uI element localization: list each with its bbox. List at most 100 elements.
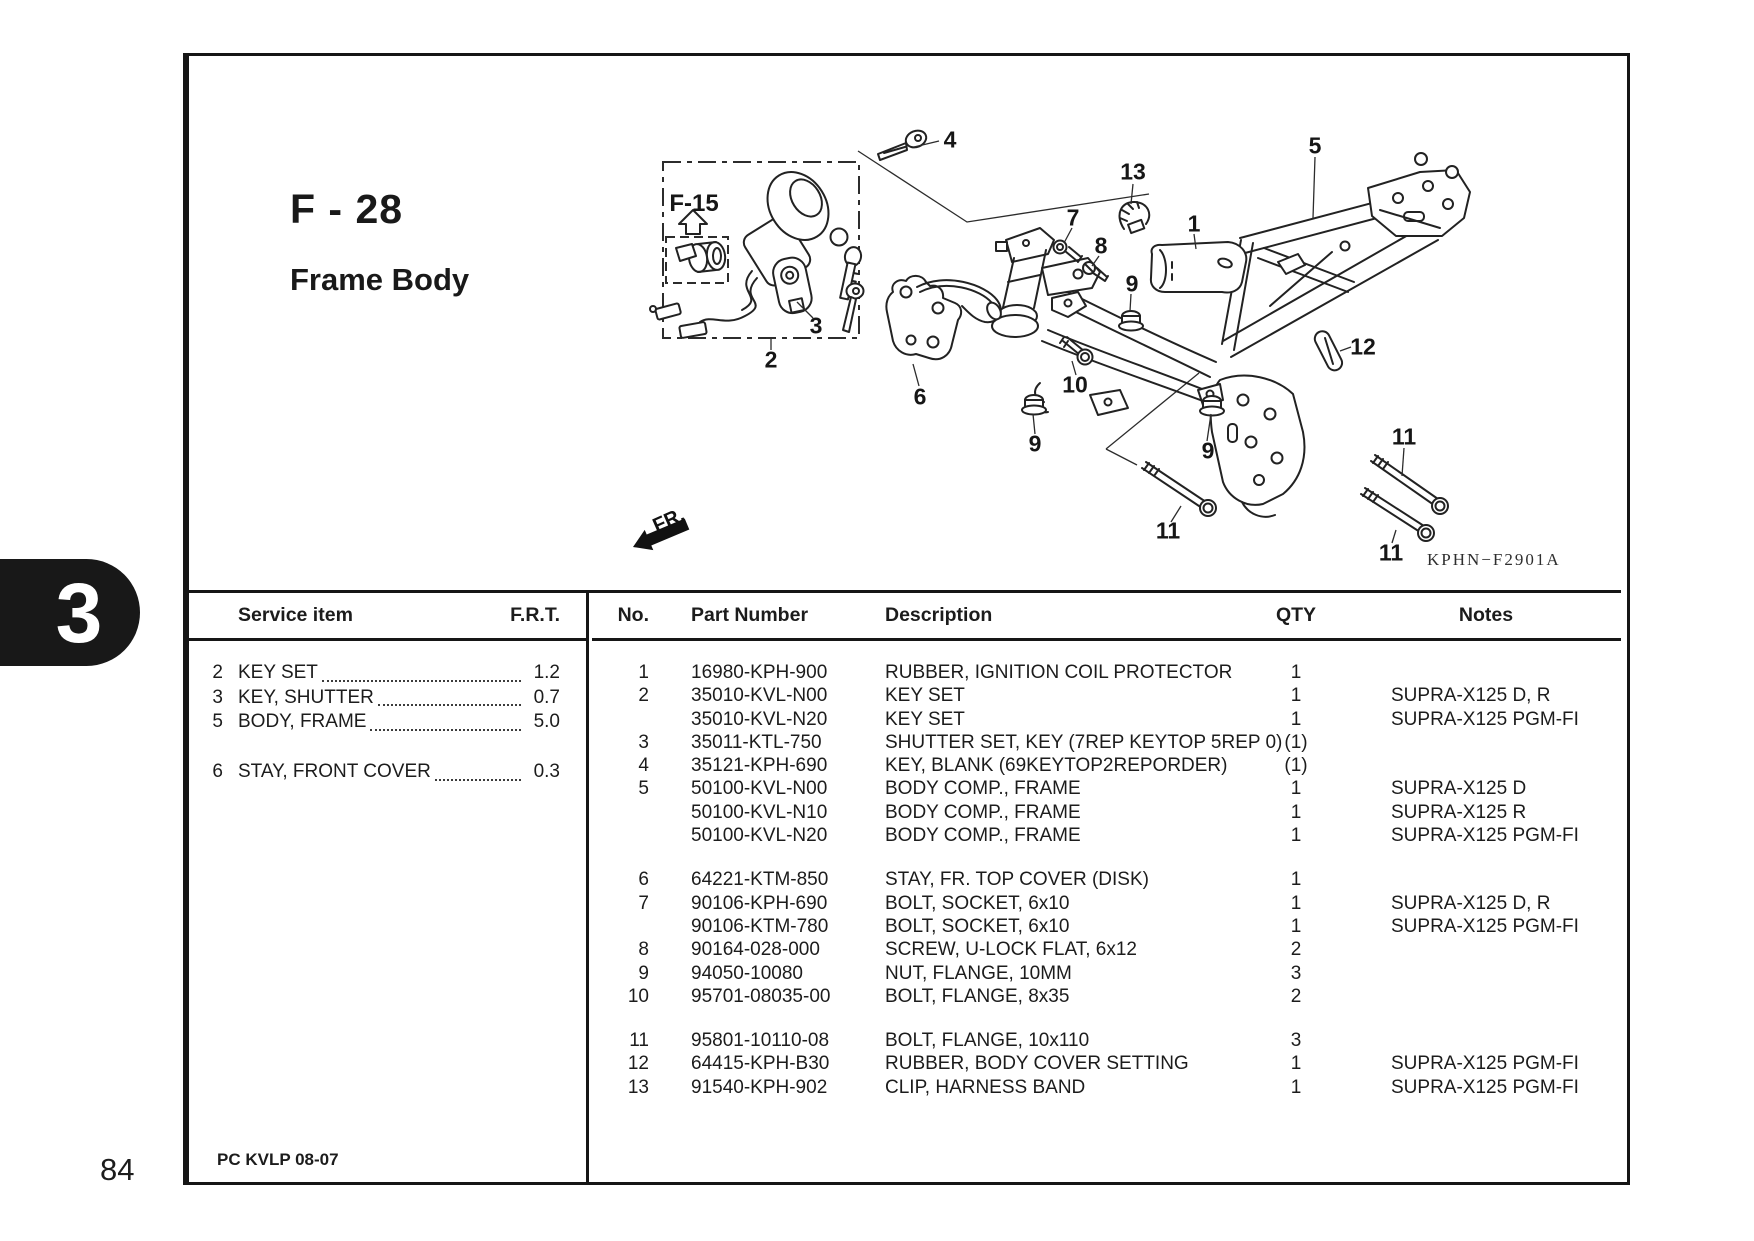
parts-row-notes [1391,962,1621,985]
parts-row-part-number: 90106-KPH-690 [691,892,828,914]
parts-row-qty: (1) [1284,731,1308,753]
description-header: Description [885,604,993,626]
page-title: Frame Body [290,262,470,297]
callout-11: 11 [1155,517,1181,544]
parts-row-notes [1391,938,1621,961]
parts-row-no [592,708,649,731]
service-item-header: Service item [238,604,353,626]
parts-row-no [592,824,649,847]
page-number: 84 [100,1152,135,1187]
parts-row-notes: SUPRA-X125 PGM-FI [1391,915,1579,937]
callout-9: 9 [1028,430,1042,457]
parts-row-notes: SUPRA-X125 D, R [1391,892,1551,914]
parts-row-description: KEY, BLANK (69KEYTOP2REPORDER) [885,755,1228,777]
service-row-no: 2 [212,662,223,683]
parts-row-qty: 1 [1290,869,1302,891]
service-row-name: KEY, SHUTTER [238,686,374,708]
parts-row-qty: 1 [1290,708,1302,730]
service-row-no: 5 [212,711,223,733]
parts-row-notes: SUPRA-X125 PGM-FI [1391,708,1579,730]
parts-row-qty: 1 [1290,1053,1302,1075]
parts-row-qty: 3 [1290,1030,1302,1052]
parts-row-description: NUT, FLANGE, 10MM [885,962,1072,984]
parts-row-part-number: 50100-KVL-N00 [691,778,828,800]
parts-row-notes: SUPRA-X125 PGM-FI [1391,825,1579,847]
leader-dots [377,703,521,707]
parts-row-notes [1391,661,1621,684]
parts-row-no: 4 [638,755,649,777]
parts-row-description: BODY COMP., FRAME [885,825,1081,847]
parts-row-no: 1 [638,662,649,683]
callout-8: 8 [1094,232,1108,259]
parts-row-qty: 2 [1290,939,1302,961]
parts-row-part-number: 16980-KPH-900 [691,662,828,683]
parts-row-part-number: 35121-KPH-690 [691,755,828,777]
callout-10: 10 [1062,371,1088,398]
parts-row-no: 11 [629,1030,649,1052]
qty-header: QTY [1275,604,1317,626]
callout-5: 5 [1308,132,1322,159]
parts-row-part-number: 64415-KPH-B30 [691,1053,830,1075]
parts-row-no: 12 [627,1053,649,1075]
parts-row-qty: (1) [1284,755,1308,777]
service-table-header: Service item F.R.T. [189,593,586,641]
service-row-name: STAY, FRONT COVER [238,761,431,783]
drawing-code: KPHN−F2901A [1427,550,1561,569]
callout-12: 12 [1350,333,1376,360]
parts-row-description: SCREW, U-LOCK FLAT, 6x12 [885,939,1137,961]
parts-row-notes [1391,1029,1621,1052]
parts-row-qty: 1 [1290,662,1302,683]
parts-row-description: BODY COMP., FRAME [885,778,1081,800]
parts-row-notes [1391,754,1621,777]
service-row-no: 3 [212,686,223,708]
service-row-frt: 5.0 [533,711,560,733]
callout-11: 11 [1378,539,1404,566]
footer-code: PC KVLP 08-07 [217,1150,339,1169]
parts-row-description: SHUTTER SET, KEY (7REP KEYTOP 5REP 0) [885,731,1283,753]
parts-row-notes: SUPRA-X125 PGM-FI [1391,1053,1579,1075]
parts-row-qty: 1 [1290,892,1302,914]
no-header: No. [617,604,649,626]
parts-row-no: 13 [627,1076,649,1098]
parts-row-description: STAY, FR. TOP COVER (DISK) [885,869,1149,891]
callout-9: 9 [1125,270,1139,297]
parts-row-description: RUBBER, BODY COVER SETTING [885,1053,1189,1075]
parts-row-no: 8 [638,939,649,961]
parts-row-qty: 3 [1290,962,1302,984]
parts-row-qty: 1 [1290,685,1302,707]
callout-1: 1 [1187,210,1201,237]
leader-dots [434,778,521,781]
parts-row-part-number: 95701-08035-00 [691,985,831,1007]
part-number-header: Part Number [691,604,809,626]
parts-row-part-number: 94050-10080 [691,962,803,984]
service-row: 3 KEY, SHUTTER 0.7 [189,686,560,711]
service-row-frt: 0.7 [533,686,560,708]
parts-row-notes: SUPRA-X125 PGM-FI [1391,1076,1579,1098]
parts-row-no: 10 [627,985,649,1007]
callout-6: 6 [913,383,927,410]
parts-row-notes [1391,868,1621,891]
parts-row-qty: 1 [1290,1076,1302,1098]
parts-row-part-number: 35010-KVL-N00 [691,685,828,707]
parts-row-description: BOLT, FLANGE, 8x35 [885,985,1070,1007]
callout-4: 4 [943,126,957,153]
callout-2: 2 [764,346,778,373]
parts-row-notes [1391,985,1621,1008]
parts-row-description: BODY COMP., FRAME [885,801,1081,823]
parts-row-notes: SUPRA-X125 D, R [1391,685,1551,707]
